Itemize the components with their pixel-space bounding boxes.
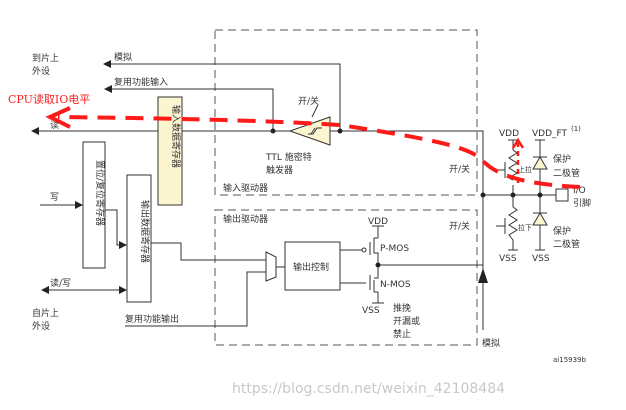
label-analog-bottom: 模拟	[482, 337, 500, 349]
cpu-read-path	[57, 115, 581, 189]
label-switch-up: 开/关	[449, 163, 470, 175]
label-vss-out: VSS	[362, 306, 380, 316]
label-pmos: P-MOS	[380, 244, 409, 254]
output-driver-box	[214, 209, 478, 346]
input-driver-box	[214, 29, 478, 196]
watermark: https://blog.csdn.net/weixin_42108484	[232, 381, 505, 397]
label-note: (1)	[571, 125, 581, 133]
mux	[265, 251, 277, 282]
cpu-read-annotation: CPU读取IO电平	[8, 92, 90, 106]
label-vdd-ft: VDD_FT	[532, 129, 568, 139]
label-vdd-pin: VDD	[499, 129, 519, 139]
label-protect-up: 保护	[553, 153, 571, 165]
label-output-data-reg: 输出数据寄存器	[139, 200, 151, 263]
label-alt-in: 复用功能输入	[114, 76, 168, 88]
output-data-register	[126, 174, 152, 303]
label-from-periph: 自片上	[32, 307, 59, 319]
label-push-pull: 推挽	[393, 302, 411, 314]
label-read: 读	[50, 119, 59, 131]
label-pull-up: 上拉	[518, 165, 532, 174]
label-alt-out: 复用功能输出	[125, 313, 179, 325]
figure-id: ai15939b	[553, 356, 587, 364]
label-switch-top: 开/关	[298, 95, 319, 107]
label-read-write: 读/写	[50, 277, 71, 289]
red-arrowhead-icon	[45, 106, 71, 129]
label-analog: 模拟	[114, 51, 132, 63]
label-output-driver: 输出驱动器	[223, 213, 268, 225]
label-protect-down: 保护	[553, 225, 571, 237]
label-from-periph-2: 外设	[32, 320, 50, 332]
label-to-periph-2: 外设	[32, 65, 50, 77]
label-nmos: N-MOS	[380, 280, 411, 290]
output-control-box	[284, 241, 341, 291]
label-input-driver: 输入驱动器	[223, 182, 268, 194]
label-protect-up-2: 二极管	[553, 167, 580, 179]
label-disabled: 禁止	[393, 328, 411, 340]
label-ttl: TTL 施密特	[265, 151, 312, 163]
label-to-periph: 到片上	[32, 52, 59, 64]
label-switch-down: 开/关	[449, 220, 470, 232]
label-open-drain: 开漏或	[393, 315, 420, 327]
input-data-register	[157, 96, 183, 206]
label-vss-pin: VSS	[499, 254, 517, 264]
label-write: 写	[50, 192, 59, 203]
label-output-control: 输出控制	[293, 261, 329, 273]
set-reset-register	[82, 141, 106, 269]
label-input-data-reg: 输入数据寄存器	[170, 105, 182, 168]
label-ttl-2: 触发器	[266, 164, 293, 176]
label-vss-diode: VSS	[532, 254, 550, 264]
label-io: I/O	[573, 186, 586, 196]
label-protect-down-2: 二极管	[553, 238, 580, 250]
label-set-reset-reg: 置位/复位寄存器	[94, 160, 106, 226]
label-io-2: 引脚	[573, 198, 591, 209]
label-pull-down: 拉下	[518, 223, 532, 232]
label-vdd-out: VDD	[368, 217, 388, 227]
